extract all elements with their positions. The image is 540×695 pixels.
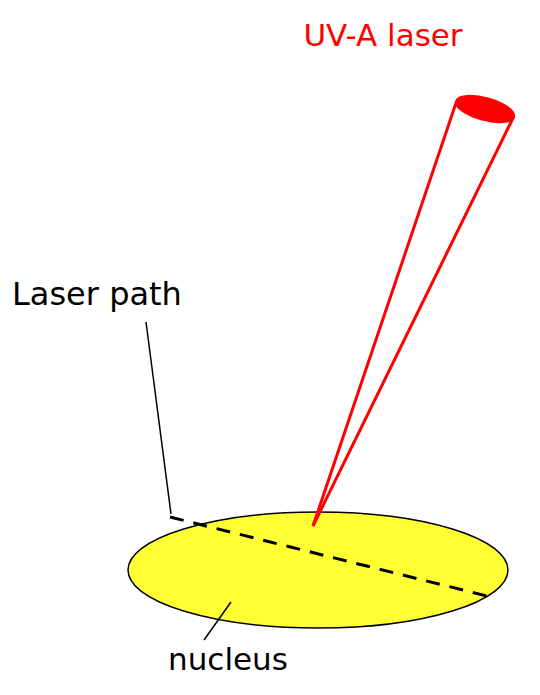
- laser-beam-edge: [313, 103, 456, 526]
- part-label: nucleus: [168, 642, 288, 678]
- leader-line: [204, 602, 231, 640]
- laser-aperture: [453, 91, 517, 128]
- nucleus-shape: [128, 512, 508, 628]
- laser-beam-edge: [313, 116, 514, 526]
- laser-label: UV-A laser: [303, 18, 462, 54]
- leader-line: [146, 322, 171, 514]
- laser-path-line: [170, 517, 495, 598]
- part-label: Laser path: [12, 276, 182, 313]
